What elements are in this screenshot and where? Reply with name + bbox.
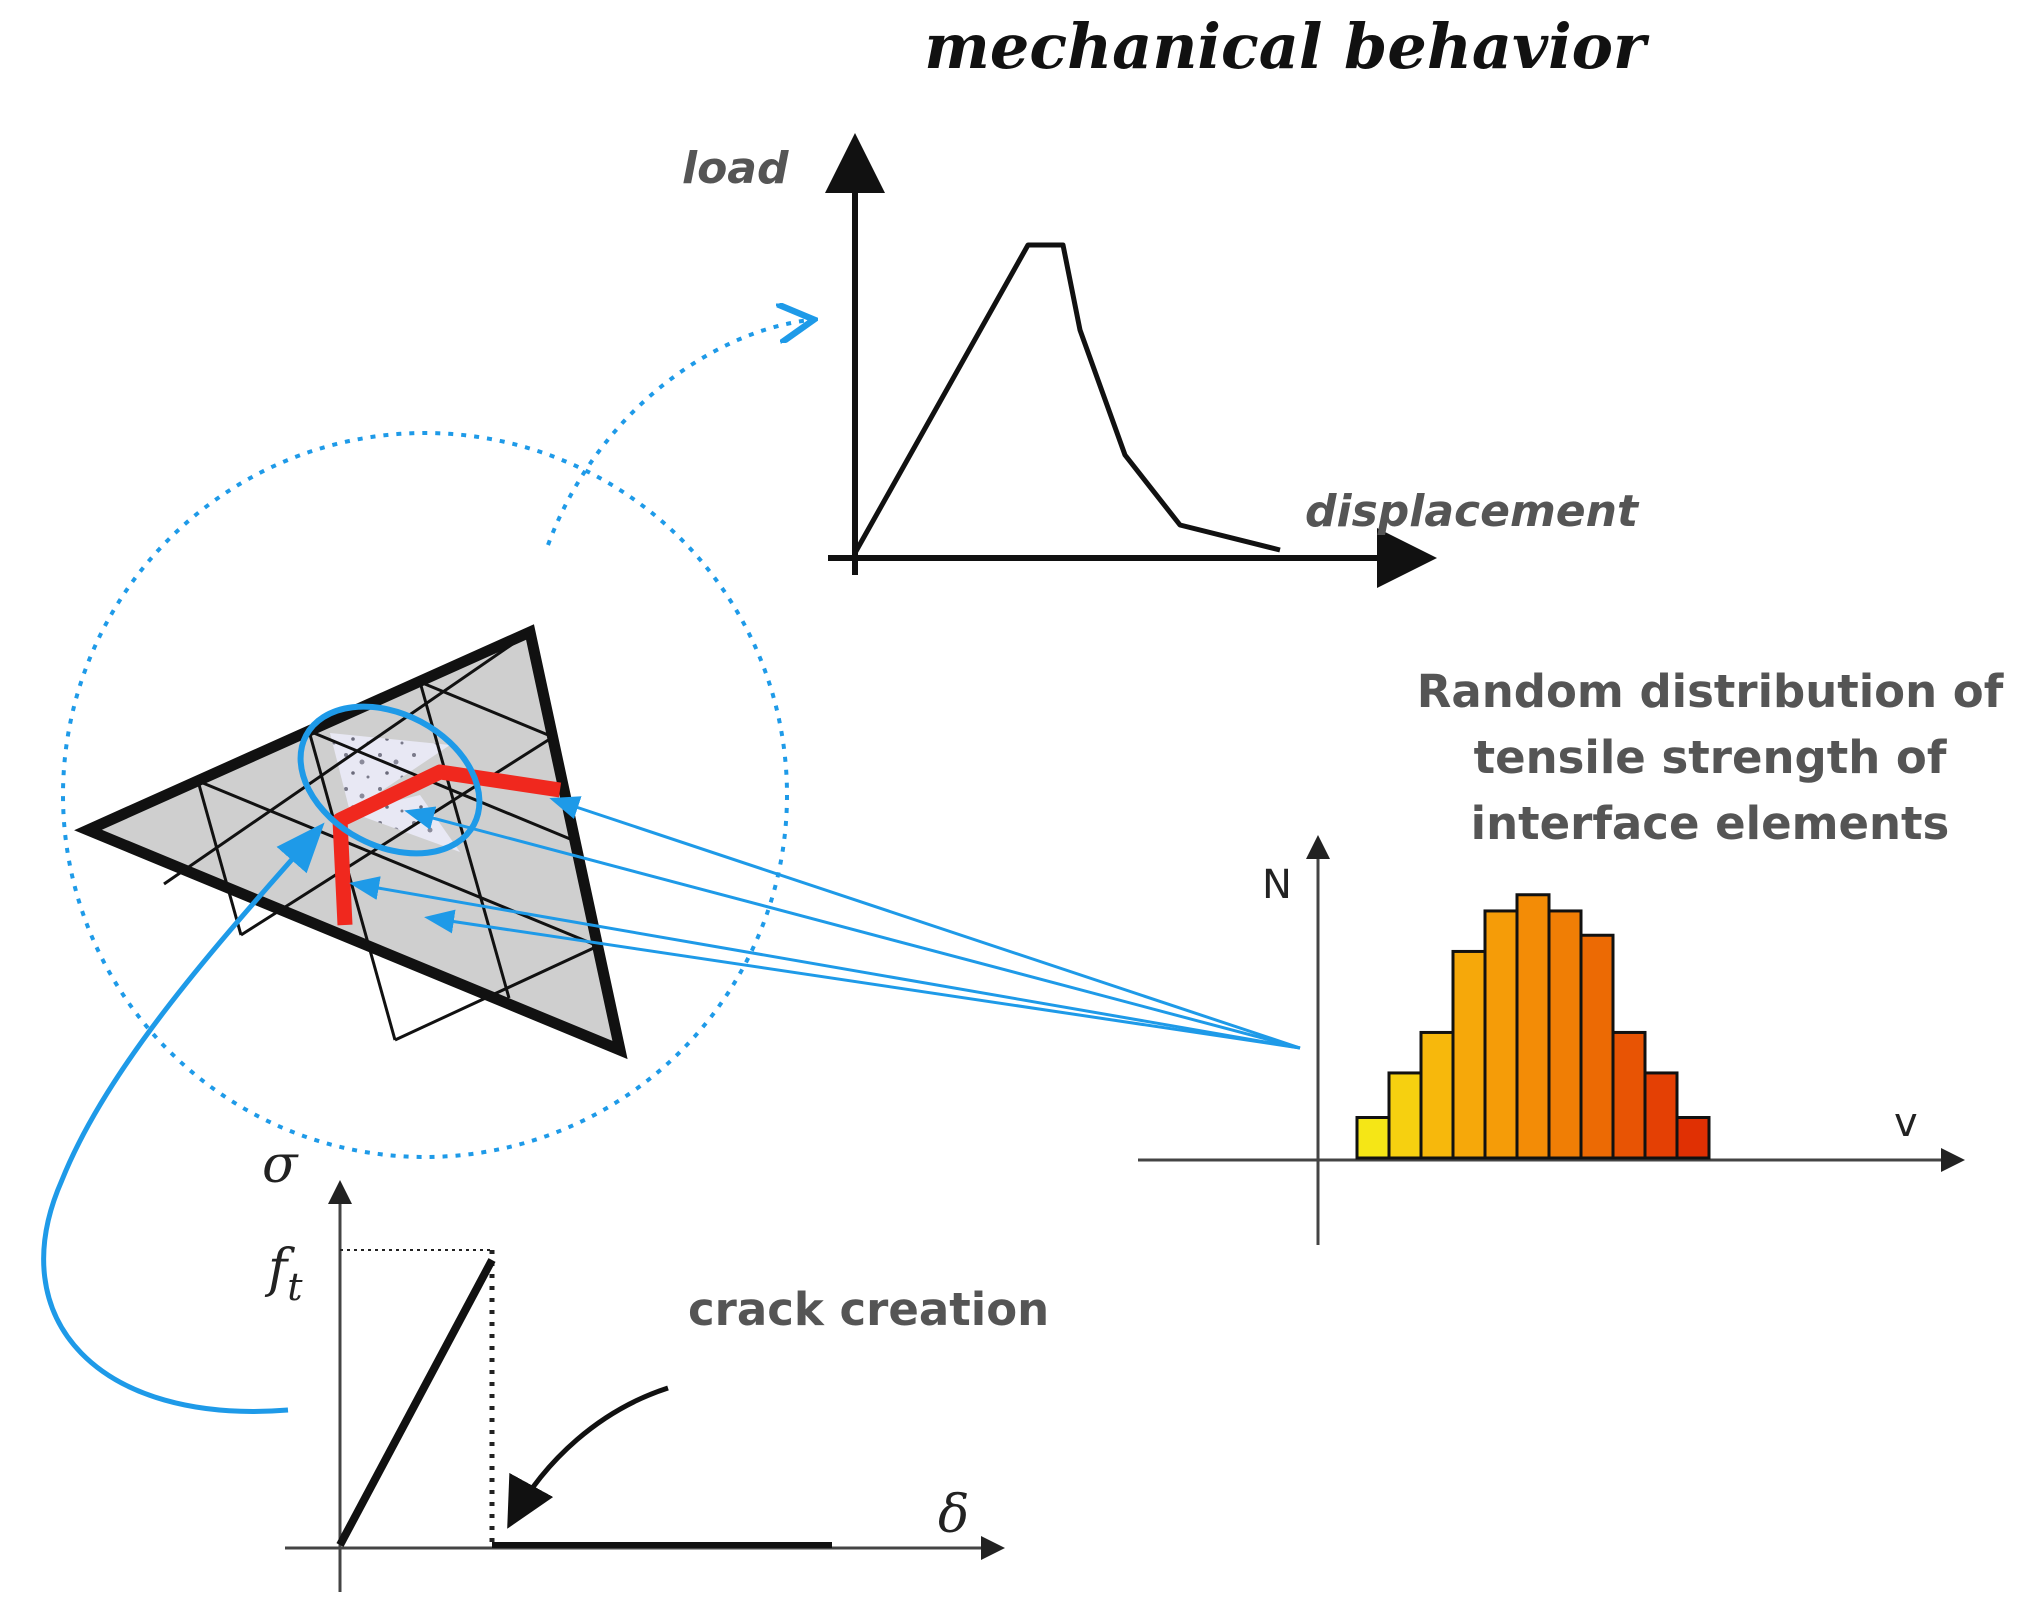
crack-path <box>332 764 562 926</box>
cohesive-law-chart: σ ft δ crack creation <box>41 822 1049 1592</box>
histogram-bar <box>1483 909 1519 1160</box>
histogram-x-label: v <box>1894 1100 1918 1146</box>
zoom-link-arrow <box>546 320 810 546</box>
assignment-arrow-3 <box>349 876 1301 1050</box>
histogram-bar <box>1355 1116 1391 1160</box>
load-displacement-chart: load displacement <box>682 133 1640 588</box>
histogram-bar <box>1515 893 1551 1160</box>
histogram-bar <box>1419 1030 1455 1160</box>
assignment-arrow-1 <box>549 796 1301 1050</box>
histogram-bar <box>1547 909 1583 1160</box>
load-axis-label: load <box>682 143 789 194</box>
histogram-bar <box>1675 1116 1711 1160</box>
histogram-caption-line-1: Random distribution of <box>1417 665 2004 718</box>
diagram-title: mechanical behavior <box>924 10 1650 83</box>
sigma-label: σ <box>262 1135 299 1195</box>
histogram-bar <box>1611 1030 1647 1160</box>
histogram-bars <box>1355 893 1711 1160</box>
assignment-arrows <box>349 796 1301 1050</box>
load-curve <box>852 242 1281 555</box>
cohesive-link-arrow <box>41 822 325 1414</box>
histogram-caption-line-2: tensile strength of <box>1474 731 1947 784</box>
focus-ellipse <box>297 703 483 857</box>
histogram-bar <box>1387 1071 1423 1160</box>
mesh-zoom <box>61 320 810 1159</box>
ft-label: ft <box>264 1239 303 1309</box>
crack-creation-label: crack creation <box>688 1283 1049 1336</box>
histogram-bar <box>1451 949 1487 1160</box>
displacement-axis-label: displacement <box>1305 486 1640 537</box>
crack-creation-arrow <box>507 1385 669 1529</box>
assignment-arrow-4 <box>424 909 1301 1050</box>
histogram-y-label: N <box>1262 862 1292 908</box>
histogram-bar <box>1579 933 1615 1160</box>
zoom-circle <box>61 431 789 1159</box>
strength-histogram: Random distribution of tensile strength … <box>1138 665 2004 1245</box>
assignment-arrow-2 <box>404 806 1301 1050</box>
elastic-branch <box>336 1258 496 1547</box>
histogram-caption-line-3: interface elements <box>1471 797 1950 850</box>
delta-label: δ <box>938 1485 969 1545</box>
histogram-bar <box>1643 1071 1679 1160</box>
triangle-mesh <box>74 624 628 1060</box>
